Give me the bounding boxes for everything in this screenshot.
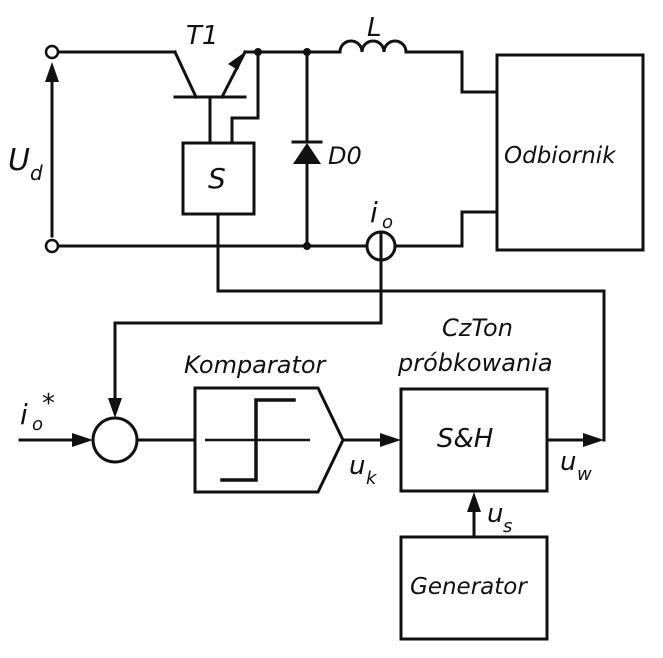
label-sampling-2: próbkowania bbox=[397, 349, 553, 377]
label-io-sub: o bbox=[382, 212, 393, 233]
label-ud: U bbox=[8, 143, 30, 178]
transistor-t1 bbox=[173, 49, 248, 145]
hysteresis-curve bbox=[220, 398, 296, 482]
label-comparator: Komparator bbox=[184, 351, 328, 379]
label-s: S bbox=[208, 162, 226, 195]
label-load: Odbiornik bbox=[504, 143, 617, 169]
terminal-top bbox=[44, 44, 60, 60]
inductor-l bbox=[338, 39, 408, 54]
generator-box bbox=[399, 535, 549, 641]
terminal-bottom bbox=[44, 238, 60, 254]
sensor-feedback-wire bbox=[113, 258, 383, 406]
label-us-sub: s bbox=[503, 516, 512, 537]
load-box bbox=[495, 53, 645, 252]
label-us: u bbox=[487, 499, 503, 529]
bottom-rail-right bbox=[393, 210, 499, 248]
label-uk-sub: k bbox=[366, 468, 378, 489]
top-rail-right bbox=[404, 50, 499, 94]
label-ref-sub: o bbox=[32, 414, 43, 435]
diode-d0 bbox=[291, 50, 323, 248]
label-l: L bbox=[367, 13, 382, 43]
sample-hold-box bbox=[399, 387, 549, 493]
label-ref: i bbox=[20, 398, 28, 431]
label-uk: u bbox=[349, 451, 365, 481]
label-ud-sub: d bbox=[30, 161, 43, 185]
label-uw: u bbox=[560, 447, 576, 477]
label-sh: S&H bbox=[437, 424, 493, 454]
label-t1: T1 bbox=[186, 21, 218, 51]
label-io: i bbox=[370, 196, 378, 229]
summing-junction bbox=[91, 416, 139, 464]
driver-control-wire bbox=[216, 212, 606, 442]
label-ref-sup: * bbox=[42, 389, 55, 419]
label-generator: Generator bbox=[410, 574, 528, 600]
label-d0: D0 bbox=[328, 142, 362, 170]
emitter-sense-wire bbox=[230, 50, 260, 145]
driver-box bbox=[181, 141, 256, 216]
label-sampling-1: CzTon bbox=[442, 314, 513, 342]
label-uw-sub: w bbox=[577, 464, 592, 485]
